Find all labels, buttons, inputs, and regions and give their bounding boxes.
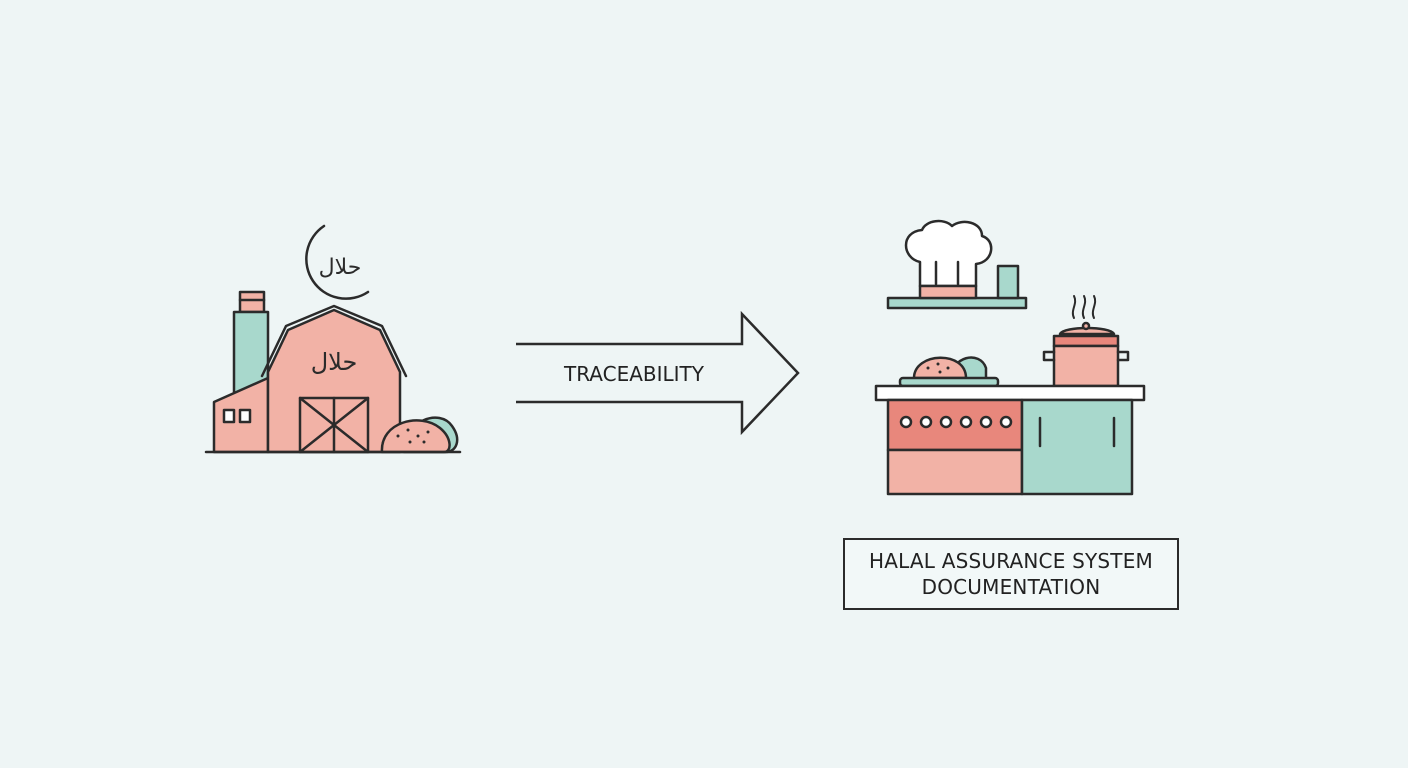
- cooking-pot-icon: [1042, 321, 1130, 388]
- caption-line-1: HALAL ASSURANCE SYSTEM: [868, 549, 1154, 573]
- arrow-label: TRACEABILITY: [563, 362, 705, 386]
- steam-icon: [1071, 295, 1097, 319]
- documentation-caption-box: HALAL ASSURANCE SYSTEM DOCUMENTATION: [843, 538, 1179, 610]
- farm-group: [204, 224, 462, 454]
- silo-icon: [232, 290, 270, 396]
- barn-halal-label: حلال: [311, 348, 358, 376]
- meat-icon: [380, 416, 459, 454]
- kitchen-counter-icon: [886, 398, 1134, 496]
- side-building: [212, 376, 270, 454]
- counter-top: [874, 384, 1146, 402]
- crescent-halal-label: حلال: [319, 255, 362, 280]
- crescent-icon: [305, 224, 370, 300]
- wall-shelf: [886, 296, 1028, 310]
- caption-line-2: DOCUMENTATION: [921, 575, 1101, 599]
- arrow-icon: [516, 310, 800, 436]
- kitchen-group: [874, 219, 1146, 496]
- farm-barn-icon: [260, 304, 408, 454]
- jar: [996, 264, 1020, 300]
- chef-hat-icon: [904, 219, 993, 300]
- plated-meat-icon: [898, 356, 1000, 388]
